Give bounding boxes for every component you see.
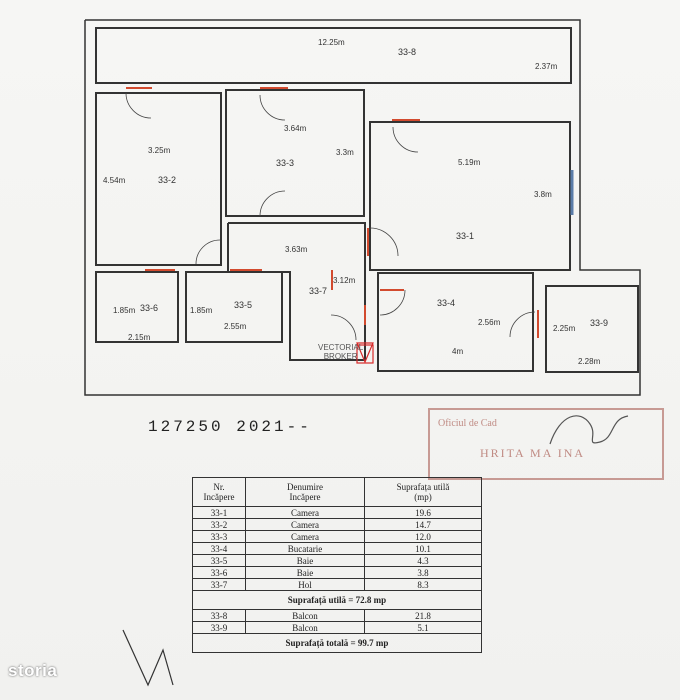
dim-33-5-width: 2.55m [224,322,247,331]
watermark-line-2: BROKER [323,352,358,361]
room-33-2-walls [95,92,222,266]
dim-33-4-width: 2.56m [478,318,501,327]
dim-33-7-length: 3.12m [333,276,356,285]
dim-33-9-height: 2.25m [553,324,576,333]
dim-33-6-width: 2.15m [128,333,151,342]
room-33-6-walls [95,271,179,343]
dim-33-4-length: 4m [452,347,464,356]
signature-marks [122,629,174,687]
dim-33-3-length: 3.3m [336,148,354,157]
document-reference: 127250 2021-- [148,418,312,436]
room-33-8-walls [95,27,572,84]
dim-33-8-width: 2.37m [535,62,558,71]
usable-area-total-row: Suprafață utilă = 72.8 mp [192,590,482,610]
official-stamp: Oficiul de Cad HRITA MA INA [428,408,664,480]
stamp-line-2: HRITA MA INA [480,446,586,460]
room-label-33-8: 33-8 [398,47,417,57]
room-label-33-7: 33-7 [309,286,328,296]
total-area-row: Suprafață totală = 99.7 mp [192,633,482,653]
room-label-33-1: 33-1 [456,231,475,241]
room-33-3-walls [225,89,365,217]
dim-33-2-width: 3.25m [148,146,171,155]
dim-33-5-height: 1.85m [190,306,213,315]
dim-33-1-length: 3.8m [534,190,552,199]
dim-33-8-length: 12.25m [318,38,345,47]
stamp-line-1: Oficiul de Cad [438,418,497,429]
room-label-33-2: 33-2 [158,175,177,185]
dim-33-6-height: 1.85m [113,306,136,315]
room-label-33-6: 33-6 [140,303,159,313]
room-33-4-walls [377,272,534,372]
room-label-33-4: 33-4 [437,298,456,308]
signature-scribble [549,415,629,445]
storia-logo: storia [8,661,58,680]
room-33-7-walls [227,222,366,361]
room-label-33-9: 33-9 [590,318,609,328]
dim-33-9-width: 2.28m [578,357,601,366]
dim-33-1-width: 5.19m [458,158,481,167]
dim-33-3-width: 3.64m [284,124,307,133]
agency-watermark: VECTORIAL BROKER [318,343,363,361]
dim-33-2-length: 4.54m [103,176,126,185]
room-33-1-walls [369,121,571,271]
room-33-9-walls [545,285,639,373]
room-label-33-5: 33-5 [234,300,253,310]
col-header-area: Suprafața utilă(mp) [364,477,482,507]
watermark-line-1: VECTORIAL [318,343,364,352]
room-33-5-walls [185,271,283,343]
room-label-33-3: 33-3 [276,158,295,168]
col-header-nr: Nr.Incăpere [192,477,246,507]
dim-33-7-width: 3.63m [285,245,308,254]
